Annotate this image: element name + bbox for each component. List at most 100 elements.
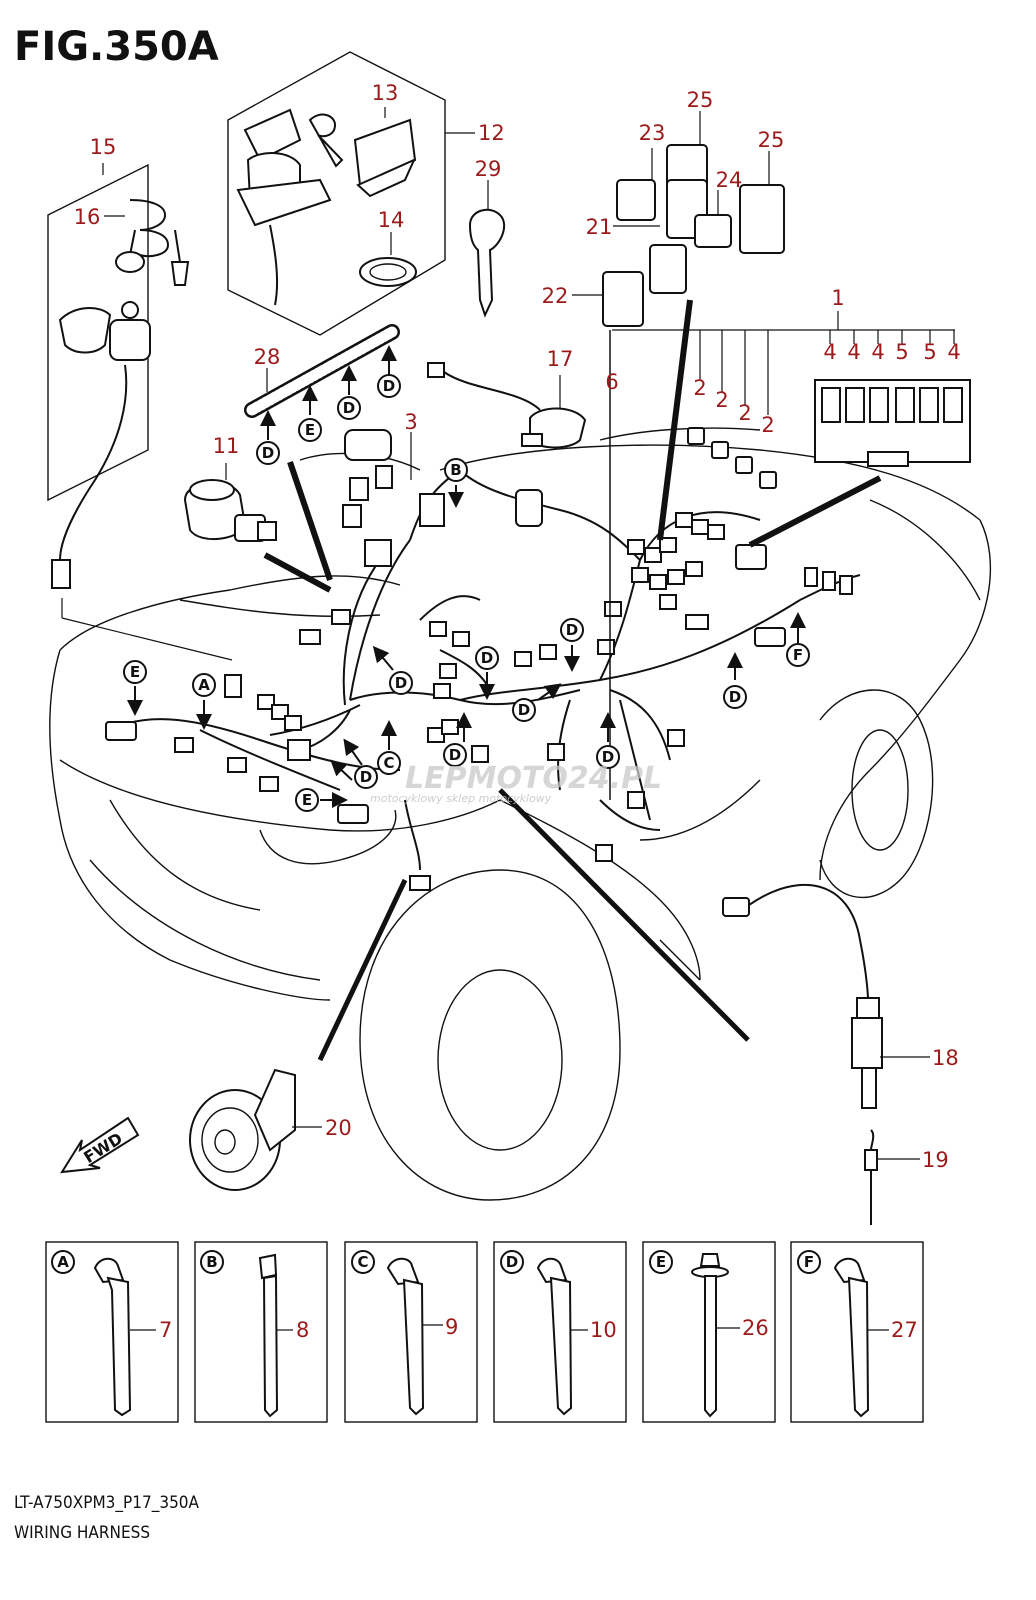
part-19-spring xyxy=(864,1129,878,1225)
svg-text:D: D xyxy=(506,1253,518,1271)
detail-box-b: B xyxy=(194,1241,328,1423)
figure-code: LT-A750XPM3_P17_350A xyxy=(14,1493,200,1513)
harness-connectors xyxy=(105,429,853,891)
marker-d-10: D xyxy=(596,745,620,769)
callout-1: 1 xyxy=(831,286,844,310)
callout-18: 18 xyxy=(932,1046,959,1070)
svg-text:B: B xyxy=(206,1253,217,1271)
svg-text:D: D xyxy=(343,399,355,417)
pointer-lines xyxy=(61,299,882,1062)
callout-22: 22 xyxy=(542,284,569,308)
callout-5b: 5 xyxy=(923,340,936,364)
svg-text:D: D xyxy=(602,748,614,766)
svg-text:E: E xyxy=(130,663,140,681)
callout-5a: 5 xyxy=(895,340,908,364)
callout-4c: 4 xyxy=(871,340,884,364)
callout-21: 21 xyxy=(586,215,613,239)
svg-text:D: D xyxy=(729,688,741,706)
watermark: LEPMOTO24.PL motocyklowy sklep motocyklo… xyxy=(370,761,662,805)
part-12-group-box xyxy=(227,51,446,336)
callout-9: 9 xyxy=(445,1315,458,1339)
callout-13: 13 xyxy=(372,81,399,105)
callout-11: 11 xyxy=(213,434,240,458)
callout-8: 8 xyxy=(296,1318,309,1342)
marker-e-1: E xyxy=(298,418,322,442)
marker-b-1: B xyxy=(444,458,468,482)
part-17-sensor xyxy=(427,362,587,449)
marker-e-3: E xyxy=(295,788,319,812)
callout-28: 28 xyxy=(254,345,281,369)
callout-26: 26 xyxy=(742,1316,769,1340)
fwd-arrow: FWD xyxy=(60,1116,140,1174)
part-28-sleeve xyxy=(244,324,400,418)
marker-a-1: A xyxy=(192,673,216,697)
svg-text:C: C xyxy=(357,1253,368,1271)
figure-name: WIRING HARNESS xyxy=(14,1523,150,1543)
marker-d-3: D xyxy=(377,374,401,398)
marker-d-5: D xyxy=(354,765,378,789)
watermark-tagline: motocyklowy sklep motocyklowy xyxy=(370,792,552,805)
svg-text:E: E xyxy=(302,791,312,809)
svg-text:D: D xyxy=(566,621,578,639)
svg-text:C: C xyxy=(383,754,394,772)
callout-14: 14 xyxy=(378,208,405,232)
callout-17: 17 xyxy=(547,347,574,371)
callout-15: 15 xyxy=(90,135,117,159)
svg-text:E: E xyxy=(305,421,315,439)
part-15-group-box xyxy=(47,163,190,589)
svg-text:F: F xyxy=(804,1253,814,1271)
detail-box-e: E xyxy=(642,1241,776,1423)
marker-d-8: D xyxy=(512,698,536,722)
callout-25a: 25 xyxy=(687,88,714,112)
callout-2c: 2 xyxy=(738,401,751,425)
callout-4a: 4 xyxy=(823,340,836,364)
callout-7: 7 xyxy=(159,1318,172,1342)
callout-numbers: 1 2 2 2 2 3 4 4 4 5 5 4 6 7 8 9 10 11 12… xyxy=(74,81,961,1342)
relay-group xyxy=(602,144,785,327)
leader-lines xyxy=(102,107,955,1160)
clamp-arrows xyxy=(127,345,806,808)
marker-d-11: D xyxy=(723,685,747,709)
detail-box-a: A xyxy=(45,1241,179,1423)
svg-text:A: A xyxy=(198,676,210,694)
callout-6: 6 xyxy=(605,370,618,394)
figure-title: FIG.350A xyxy=(14,24,219,70)
callout-16: 16 xyxy=(74,205,101,229)
part-11-socket xyxy=(183,479,277,542)
marker-d-2: D xyxy=(337,396,361,420)
svg-text:A: A xyxy=(57,1253,69,1271)
callout-2b: 2 xyxy=(715,388,728,412)
callout-24: 24 xyxy=(716,168,743,192)
part-29-key xyxy=(468,208,506,318)
part-20-horn xyxy=(189,1068,296,1191)
svg-text:D: D xyxy=(449,746,461,764)
part-2-fuses xyxy=(687,427,777,489)
callout-4b: 4 xyxy=(847,340,860,364)
detail-box-d: D xyxy=(493,1241,627,1423)
marker-d-1: D xyxy=(256,441,280,465)
detail-box-f: F xyxy=(790,1241,924,1423)
atv-body-outline xyxy=(49,427,992,1201)
svg-text:F: F xyxy=(793,646,803,664)
callout-25b: 25 xyxy=(758,128,785,152)
svg-text:D: D xyxy=(481,649,493,667)
callout-10: 10 xyxy=(590,1318,617,1342)
callout-20: 20 xyxy=(325,1116,352,1140)
svg-text:D: D xyxy=(518,701,530,719)
svg-text:B: B xyxy=(450,461,461,479)
callout-12: 12 xyxy=(478,121,505,145)
part-18-sensor xyxy=(722,883,883,1109)
marker-d-7: D xyxy=(443,743,467,767)
detail-box-c: C xyxy=(344,1241,478,1423)
clamp-markers: D E D D B E A D C D E D D D D D D F xyxy=(123,374,810,812)
callout-23: 23 xyxy=(639,121,666,145)
callout-4d: 4 xyxy=(947,340,960,364)
callout-2d: 2 xyxy=(761,413,774,437)
callout-19: 19 xyxy=(922,1148,949,1172)
marker-f-1: F xyxy=(786,643,810,667)
marker-d-4: D xyxy=(389,671,413,695)
svg-text:D: D xyxy=(383,377,395,395)
callout-3: 3 xyxy=(404,410,417,434)
svg-text:E: E xyxy=(656,1253,666,1271)
